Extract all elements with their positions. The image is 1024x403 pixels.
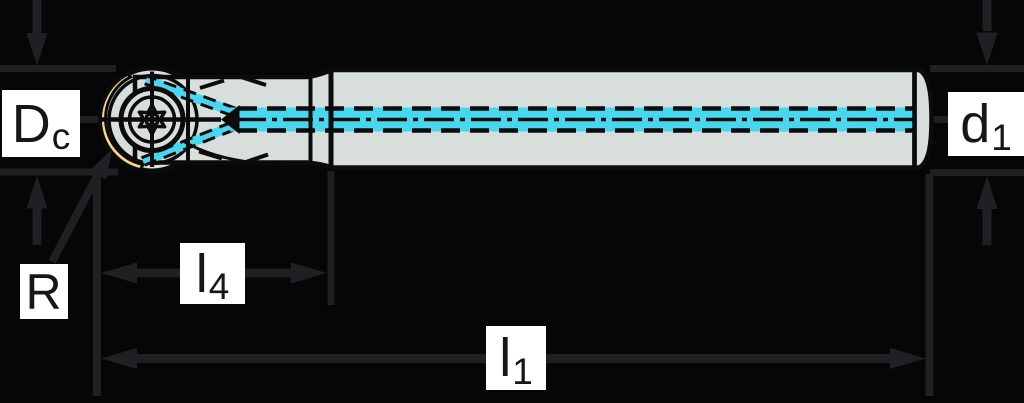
label-text: d	[960, 94, 991, 154]
l1-arrow-right-icon	[890, 348, 926, 369]
r-leader-arrow	[48, 149, 112, 264]
label-subscript: 4	[208, 266, 230, 307]
d1-dimension	[916, 0, 1024, 246]
label-text: l	[499, 328, 512, 388]
label-text: D	[11, 93, 51, 154]
dc-arrow-up-icon	[26, 175, 48, 209]
bore-drill-point	[221, 105, 240, 134]
r-arrowhead-icon	[89, 149, 112, 180]
d1-arrow-up-icon	[976, 176, 998, 209]
cutting-insert	[98, 72, 146, 172]
label-corner-radius: R	[20, 264, 68, 319]
l4-arrow-right-icon	[291, 262, 327, 284]
d1-arrow-down-icon	[976, 32, 998, 66]
label-subscript: 1	[991, 116, 1012, 158]
label-subscript: 1	[512, 350, 533, 392]
coolant-bore	[230, 106, 914, 133]
label-text: R	[25, 263, 62, 320]
pocket-hidden-edges	[182, 75, 285, 166]
l4-arrow-left-icon	[101, 262, 137, 284]
label-text: l	[195, 243, 208, 304]
l1-arrow-left-icon	[101, 348, 137, 369]
label-subscript: c	[51, 116, 71, 157]
tool-drawing	[98, 65, 934, 174]
dc-arrow-down-icon	[26, 33, 48, 66]
